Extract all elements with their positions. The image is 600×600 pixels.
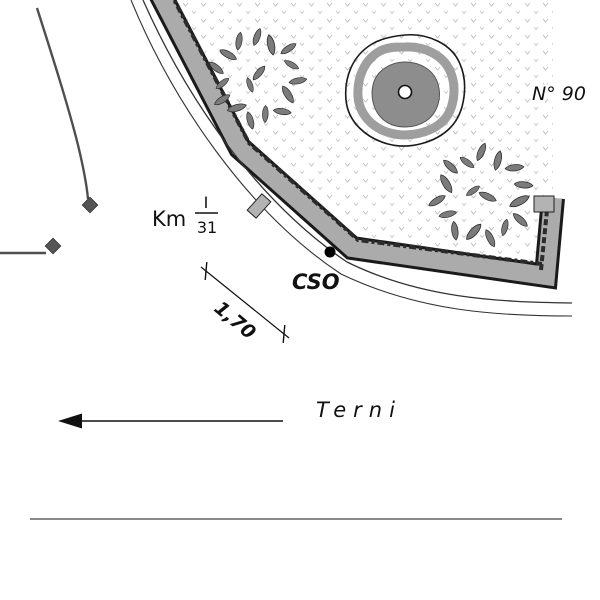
cso-label: CSO <box>292 270 340 294</box>
km-fraction-denominator: 31 <box>197 218 217 237</box>
hedge-line <box>171 0 543 266</box>
dimension-tick <box>282 324 286 344</box>
corner-post-marker <box>533 195 555 213</box>
direction-arrow-head <box>58 413 82 429</box>
dimension-tick <box>204 261 208 281</box>
planted-area-stipple <box>176 0 553 261</box>
dimension-line <box>200 266 290 339</box>
dimension-label: 1,70 <box>210 297 260 344</box>
road-edge-line-inner <box>142 0 573 304</box>
road-edge-line-outer <box>130 0 573 317</box>
km-fraction-numerator: I <box>204 193 209 212</box>
tree-canopy-outline <box>344 34 466 147</box>
terni-direction: Terni <box>58 398 402 429</box>
terni-label: Terni <box>316 398 402 422</box>
survey-line-curved <box>35 7 90 200</box>
tree-trunk-dot <box>397 84 413 100</box>
house-number-label: N° 90 <box>532 83 586 105</box>
road-curb-band <box>152 0 562 287</box>
tree-canopy-ring <box>353 42 459 140</box>
gate-marker <box>246 193 272 219</box>
survey-marker-diamond-2 <box>44 237 62 255</box>
survey-point-dot <box>324 246 336 258</box>
km-label: Km <box>152 207 186 231</box>
large-tree <box>344 34 466 147</box>
dimension-1-70: 1,70 <box>200 261 290 344</box>
km-marker: Km I 31 <box>152 193 218 237</box>
survey-marker-diamond-1 <box>81 196 99 214</box>
